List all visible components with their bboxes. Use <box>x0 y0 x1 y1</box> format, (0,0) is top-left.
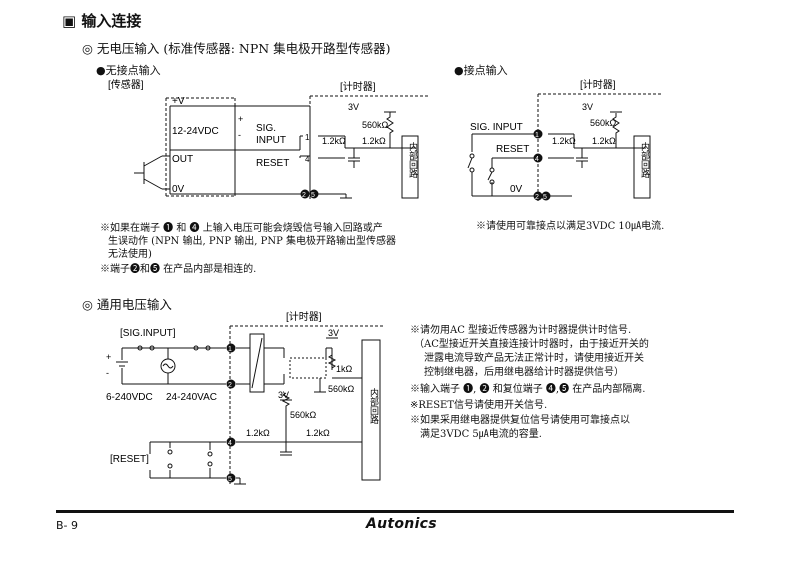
wiring-diagram-universal-voltage: [计时器] [SIG.INPUT] + - 6-240VDC 24-240VAC… <box>106 310 385 485</box>
terminal-2: 2 <box>228 382 232 389</box>
note-s2-5: ※输入端子 ❶, ❷ 和复位端子 ❹,❺ 在产品内部隔离. <box>410 384 646 395</box>
terminal-5: 5 <box>311 192 315 199</box>
internal-circuit-label: 内部回路 <box>640 141 650 179</box>
section-title-text: 输入连接 <box>81 12 142 30</box>
sensor-label: [传感器] <box>108 78 144 91</box>
subsection-heading-1: ◎ 无电压输入 (标准传感器: NPN 集电极开路型传感器) <box>82 41 391 56</box>
r560-label: 560kΩ <box>590 118 617 128</box>
r12a-label: 1.2kΩ <box>322 136 346 146</box>
r560-label: 560kΩ <box>362 120 389 130</box>
timer-label: [计时器] <box>580 78 616 91</box>
note-s2-6: ※RESET信号请使用开关信号. <box>410 400 548 411</box>
terminal-4: 4 <box>535 156 539 163</box>
note-s2-8: 满足3VDC 5㎂电流的容量. <box>420 429 542 440</box>
note-s2-2: （AC型接近开关直接连接计时器时，由于接近开关的 <box>414 339 649 350</box>
note-s2-4: 控制继电器，后用继电器给计时器提供信号） <box>424 367 624 378</box>
sig-input-label: [SIG.INPUT] <box>120 328 176 339</box>
internal-circuit-label: 内部回路 <box>369 387 379 425</box>
terminal-2: 2 <box>535 194 539 201</box>
note-right: ※请使用可靠接点以满足3VDC 10㎂电流. <box>476 221 665 232</box>
note-left-4: ※端子❷和❺ 在产品内部是相连的. <box>100 264 257 275</box>
sig-label: SIG. <box>256 123 276 134</box>
note-left-2: 生误动作 (NPN 输出, PNP 输出, PNP 集电极开路输出型传感器 <box>108 236 396 247</box>
terminal-1: 1 <box>535 132 539 139</box>
note-s2-1: ※请勿用AC 型接近传感器为计时器提供计时信号. <box>410 325 632 336</box>
vdc-label: 12-24VDC <box>172 126 219 137</box>
r12b-label: 1.2kΩ <box>306 428 330 438</box>
timer-label: [计时器] <box>340 80 376 93</box>
minus-sign: - <box>238 130 241 140</box>
v3-label: 3V <box>348 102 359 112</box>
note-s2-3: 泄露电流导致产品无法正常计时，请使用接近开关 <box>424 353 644 364</box>
plus-sign: + <box>238 114 243 124</box>
minus-sign: - <box>106 368 109 378</box>
diagram-title-solid-state: ●无接点输入 <box>96 64 161 77</box>
v3a-label: 3V <box>328 328 339 338</box>
note-left-1: ※如果在端子 ❶ 和 ❹ 上输入电压可能会烧毁信号输入回路或产 <box>100 223 383 234</box>
zero-v-label: 0V <box>510 184 523 195</box>
input-label: INPUT <box>256 135 286 146</box>
v3b-label: 3V <box>278 390 289 400</box>
terminal-4: 4 <box>305 155 310 164</box>
v3-label: 3V <box>582 102 593 112</box>
r12a-label: 1.2kΩ <box>246 428 270 438</box>
terminal-1: 1 <box>228 346 232 353</box>
note-s2-7: ※如果采用继电器提供复位信号请使用可靠接点以 <box>410 415 630 426</box>
terminal-5: 5 <box>228 476 232 483</box>
terminal-5: 5 <box>543 194 547 201</box>
terminal-2: 2 <box>302 192 306 199</box>
internal-circuit-label: 内部回路 <box>408 141 418 179</box>
zero-v-label: 0V <box>172 184 185 195</box>
brand-logo: Autonics <box>366 516 437 532</box>
dc-range-label: 6-240VDC <box>106 392 153 403</box>
r560b-label: 560kΩ <box>290 410 317 420</box>
plus-sign: + <box>106 352 111 362</box>
plus-v-label: +V <box>172 96 185 107</box>
section-marker-icon: ▣ <box>62 12 77 30</box>
timer-label: [计时器] <box>286 310 322 323</box>
note-left-3: 无法使用) <box>108 249 152 260</box>
out-label: OUT <box>172 154 193 165</box>
footer-rule <box>56 510 734 513</box>
sig-input-label: SIG. INPUT <box>470 122 523 133</box>
subsection-heading-2: ◎ 通用电压输入 <box>82 297 172 312</box>
reset-label: RESET <box>496 144 529 155</box>
reset-label: [RESET] <box>110 454 149 465</box>
r12b-label: 1.2kΩ <box>592 136 616 146</box>
terminal-4: 4 <box>228 440 232 447</box>
r12a-label: 1.2kΩ <box>552 136 576 146</box>
wiring-diagram-contact: [计时器] SIG. INPUT RESET 0V 3V 560kΩ 1.2kΩ… <box>467 78 662 201</box>
r560a-label: 560kΩ <box>328 384 355 394</box>
r12b-label: 1.2kΩ <box>362 136 386 146</box>
section-title: ▣ 输入连接 <box>62 10 141 31</box>
terminal-1: 1 <box>305 133 310 142</box>
wiring-diagram-solid-state: [传感器] [计时器] +V 12-24VDC OUT 0V + - SIG. … <box>108 78 430 201</box>
reset-label: RESET <box>256 158 289 169</box>
diagram-title-contact: ●接点输入 <box>454 64 508 77</box>
page-number: B- 9 <box>56 519 79 532</box>
ac-range-label: 24-240VAC <box>166 392 217 403</box>
r1k-label: 1kΩ <box>336 364 353 374</box>
